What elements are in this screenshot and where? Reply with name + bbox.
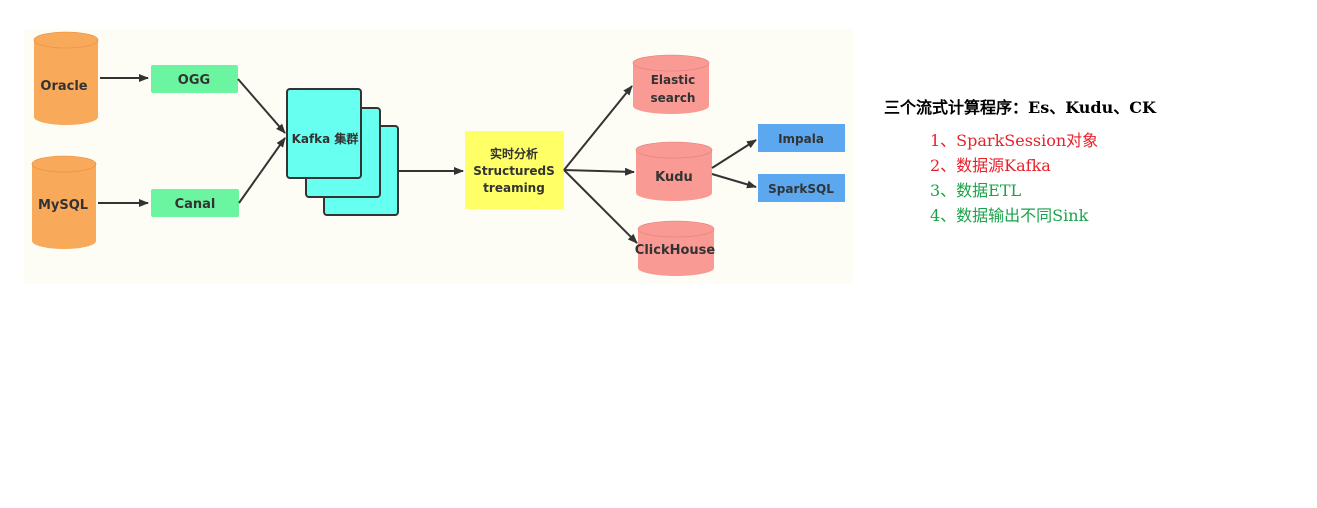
kudu-node: Kudu xyxy=(635,141,713,201)
edge-processor-clickhouse xyxy=(563,169,638,244)
note-item: 3、数据ETL xyxy=(930,181,1022,200)
notes-title: 三个流式计算程序：Es、Kudu、CK xyxy=(884,98,1156,117)
oracle-database-node: Oracle xyxy=(33,31,99,125)
edge-ogg-kafka xyxy=(237,78,286,134)
elasticsearch-node: Elastic search xyxy=(632,54,710,114)
note-item: 2、数据源Kafka xyxy=(930,156,1051,175)
canal-label: Canal xyxy=(175,197,216,212)
processor-label-line1: 实时分析 xyxy=(490,146,538,161)
mysql-label: MySQL xyxy=(38,198,88,213)
edge-kudu-impala xyxy=(711,139,757,169)
canal-node: Canal xyxy=(151,189,239,217)
ogg-node: OGG xyxy=(151,65,238,93)
elastic-label-line1: Elastic xyxy=(651,73,696,87)
impala-label: Impala xyxy=(778,132,824,146)
notes-panel: 三个流式计算程序：Es、Kudu、CK 1、SparkSession对象 2、数… xyxy=(884,94,1156,228)
clickhouse-label: ClickHouse xyxy=(635,243,716,258)
ogg-label: OGG xyxy=(178,73,210,88)
kafka-cluster-node: Kafka 集群 xyxy=(286,88,399,216)
sparksql-label: SparkSQL xyxy=(768,182,834,196)
edge-kudu-sparksql xyxy=(711,173,757,189)
note-item: 4、数据输出不同Sink xyxy=(930,206,1089,225)
elastic-label-line2: search xyxy=(651,91,696,105)
structured-streaming-node: 实时分析 StructuredS treaming xyxy=(465,131,564,209)
edge-canal-kafka xyxy=(238,137,286,204)
mysql-database-node: MySQL xyxy=(31,155,97,249)
notes-list: 1、SparkSession对象 2、数据源Kafka 3、数据ETL 4、数据… xyxy=(884,128,1156,228)
kafka-label: Kafka 集群 xyxy=(292,131,359,146)
impala-node: Impala xyxy=(758,124,845,152)
edge-processor-elastic xyxy=(563,85,633,171)
kudu-label: Kudu xyxy=(655,170,693,185)
processor-label-line2: StructuredS xyxy=(473,164,555,178)
oracle-label: Oracle xyxy=(40,79,87,94)
clickhouse-node: ClickHouse xyxy=(635,220,716,276)
sparksql-node: SparkSQL xyxy=(758,174,845,202)
processor-label-line3: treaming xyxy=(483,181,545,195)
edge-processor-kudu xyxy=(563,167,635,176)
note-item: 1、SparkSession对象 xyxy=(930,131,1099,150)
